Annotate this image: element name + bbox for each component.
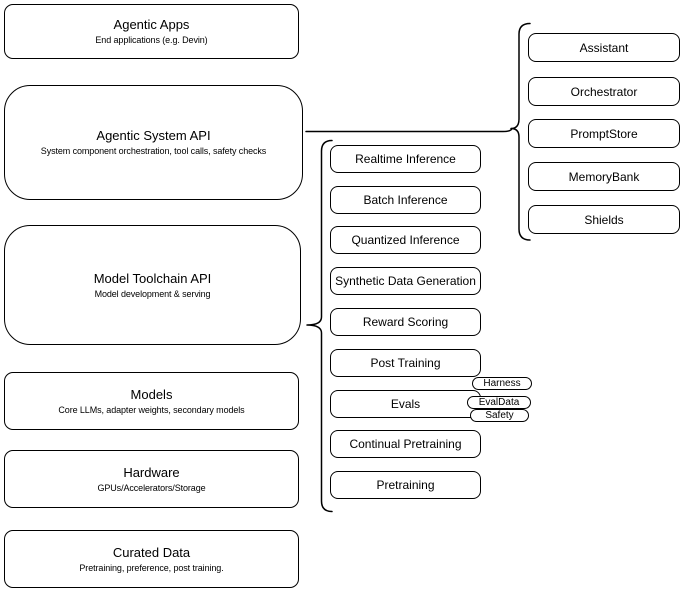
- node-reward-scoring: Reward Scoring: [330, 308, 481, 336]
- toolchain-components-brace: [306, 139, 333, 513]
- node-hardware: Hardware GPUs/Accelerators/Storage: [4, 450, 299, 508]
- node-label: Post Training: [370, 356, 441, 370]
- node-label: Synthetic Data Generation: [335, 274, 476, 288]
- system-api-connector-line: [305, 127, 513, 133]
- node-label: PromptStore: [570, 126, 638, 141]
- node-subtitle: Model development & serving: [94, 288, 211, 299]
- node-assistant: Assistant: [528, 33, 680, 62]
- node-subtitle: GPUs/Accelerators/Storage: [97, 482, 206, 493]
- node-quantized-inference: Quantized Inference: [330, 226, 481, 254]
- node-title: Hardware: [123, 464, 180, 480]
- node-batch-inference: Batch Inference: [330, 186, 481, 214]
- node-title: Models: [130, 386, 173, 402]
- node-realtime-inference: Realtime Inference: [330, 145, 481, 173]
- node-subtitle: Pretraining, preference, post training.: [79, 562, 224, 573]
- node-title: Agentic Apps: [113, 17, 190, 32]
- node-label: Orchestrator: [570, 84, 638, 99]
- node-label: Realtime Inference: [355, 152, 456, 166]
- node-synthetic-data-generation: Synthetic Data Generation: [330, 267, 481, 295]
- node-shields: Shields: [528, 205, 680, 234]
- tag-evaldata: EvalData: [467, 396, 531, 409]
- node-label: Shields: [584, 212, 624, 227]
- node-label: Quantized Inference: [351, 233, 460, 247]
- node-promptstore: PromptStore: [528, 119, 680, 148]
- node-label: MemoryBank: [568, 169, 640, 184]
- node-title: Curated Data: [112, 544, 191, 560]
- node-label: Continual Pretraining: [349, 437, 462, 451]
- tag-harness: Harness: [472, 377, 532, 390]
- node-subtitle: Core LLMs, adapter weights, secondary mo…: [58, 404, 245, 415]
- node-model-toolchain-api: Model Toolchain API Model development & …: [4, 225, 301, 345]
- node-label: Evals: [390, 397, 421, 411]
- node-post-training: Post Training: [330, 349, 481, 377]
- node-agentic-apps: Agentic Apps End applications (e.g. Devi…: [4, 4, 299, 59]
- tag-label: Harness: [483, 377, 521, 389]
- node-evals: Evals: [330, 390, 481, 418]
- node-subtitle: System component orchestration, tool cal…: [40, 146, 267, 156]
- tag-safety: Safety: [470, 409, 529, 422]
- node-label: Pretraining: [376, 478, 435, 492]
- node-label: Batch Inference: [363, 193, 448, 207]
- node-agentic-system-api: Agentic System API System component orch…: [4, 85, 303, 200]
- node-subtitle: End applications (e.g. Devin): [95, 35, 208, 45]
- node-title: Agentic System API: [96, 128, 211, 143]
- node-label: Reward Scoring: [362, 315, 449, 329]
- tag-label: Safety: [485, 409, 514, 421]
- system-components-brace: [510, 22, 531, 241]
- node-label: Assistant: [579, 40, 629, 55]
- node-title: Model Toolchain API: [93, 270, 212, 286]
- node-orchestrator: Orchestrator: [528, 77, 680, 106]
- tag-label: EvalData: [478, 396, 520, 408]
- node-memorybank: MemoryBank: [528, 162, 680, 191]
- node-models: Models Core LLMs, adapter weights, secon…: [4, 372, 299, 430]
- node-pretraining: Pretraining: [330, 471, 481, 499]
- node-curated-data: Curated Data Pretraining, preference, po…: [4, 530, 299, 588]
- node-continual-pretraining: Continual Pretraining: [330, 430, 481, 458]
